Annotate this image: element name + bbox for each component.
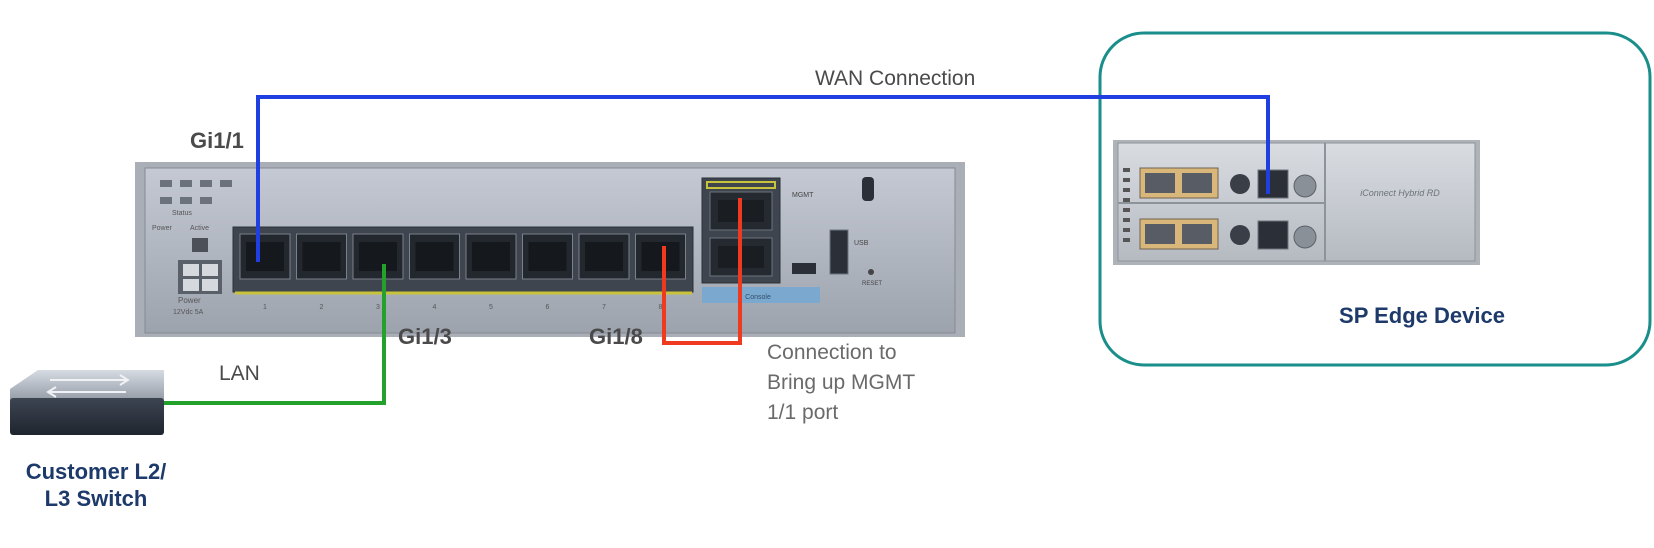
edge-device-brand: iConnect Hybrid RD bbox=[1360, 188, 1440, 198]
vent-slots bbox=[1123, 168, 1130, 242]
mgmt-note-line-2: Bring up MGMT bbox=[767, 371, 915, 394]
edge-rj45-port-2[interactable] bbox=[1257, 220, 1289, 250]
customer-switch-label-line-2: L3 Switch bbox=[45, 486, 148, 511]
power-connector bbox=[178, 238, 222, 294]
serial-connector-2 bbox=[1230, 225, 1250, 245]
port-number-1: 1 bbox=[263, 304, 267, 311]
mgmt-note-line-1: Connection to bbox=[767, 341, 897, 364]
power-knob-2 bbox=[1293, 225, 1317, 249]
serial-connector-1 bbox=[1230, 174, 1250, 194]
usb-port[interactable] bbox=[829, 229, 849, 275]
lan-connection-line bbox=[164, 264, 386, 405]
wan-connection-line bbox=[256, 95, 1270, 262]
status-panel-label: Status bbox=[172, 210, 192, 217]
mini-usb-port[interactable] bbox=[792, 263, 816, 274]
ethernet-port-socket-7 bbox=[585, 242, 623, 271]
power-rating-label: 12Vdc 5A bbox=[173, 309, 204, 316]
gi1-3-label: Gi1/3 bbox=[398, 324, 452, 349]
port-numbers: 1 2 3 4 5 6 7 8 bbox=[263, 304, 663, 311]
power-input-label: Power bbox=[178, 296, 201, 305]
port-number-6: 6 bbox=[546, 304, 550, 311]
port-number-3: 3 bbox=[376, 304, 380, 311]
ethernet-port-socket-3 bbox=[359, 242, 397, 271]
gi1-8-label: Gi1/8 bbox=[589, 324, 643, 349]
reset-label: RESET bbox=[862, 281, 882, 287]
port-number-8: 8 bbox=[659, 304, 663, 311]
mgmt-note-line-3: 1/1 port bbox=[767, 401, 838, 424]
port-number-4: 4 bbox=[433, 304, 437, 311]
ethernet-port-socket-8 bbox=[641, 242, 680, 271]
power-led-label: Power bbox=[152, 225, 173, 232]
status-leds bbox=[160, 180, 232, 204]
customer-switch-label-line-1: Customer L2/ bbox=[26, 459, 167, 484]
lan-label: LAN bbox=[219, 362, 260, 385]
ethernet-port-socket-5 bbox=[472, 242, 510, 271]
edge-rj45-port-1[interactable] bbox=[1257, 169, 1289, 199]
customer-switch bbox=[10, 370, 164, 435]
fiber-module-row-2 bbox=[1139, 218, 1219, 250]
ethernet-port-socket-1 bbox=[246, 242, 284, 271]
fiber-module-row-1 bbox=[1139, 167, 1219, 199]
ethernet-port-socket-6 bbox=[528, 242, 567, 271]
active-led-label: Active bbox=[190, 225, 209, 232]
power-knob-1 bbox=[1293, 174, 1317, 198]
ethernet-ports bbox=[239, 233, 686, 280]
ethernet-port-socket-2 bbox=[302, 242, 341, 271]
port-number-7: 7 bbox=[602, 304, 606, 311]
sp-edge-device-label: SP Edge Device bbox=[1339, 303, 1505, 328]
sp-edge-boundary bbox=[1098, 31, 1652, 367]
port-number-5: 5 bbox=[489, 304, 493, 311]
ethernet-port-socket-4 bbox=[415, 242, 454, 271]
reset-button[interactable] bbox=[868, 269, 874, 275]
gi1-1-label: Gi1/1 bbox=[190, 128, 244, 153]
usb-label: USB bbox=[854, 240, 869, 247]
mgmt-connection-line bbox=[662, 198, 742, 345]
console-label: Console bbox=[745, 294, 771, 301]
wan-connection-label: WAN Connection bbox=[815, 67, 975, 90]
sp-edge-device: iConnect Hybrid RD bbox=[1113, 140, 1480, 265]
mgmt-label: MGMT bbox=[792, 192, 814, 199]
switch-arrows-icon bbox=[46, 374, 130, 398]
lock-slot bbox=[862, 177, 874, 201]
firewall-router: Status Power Active Power 12Vdc 5A 1 2 3 4 5… bbox=[135, 162, 965, 337]
port-number-2: 2 bbox=[320, 304, 324, 311]
